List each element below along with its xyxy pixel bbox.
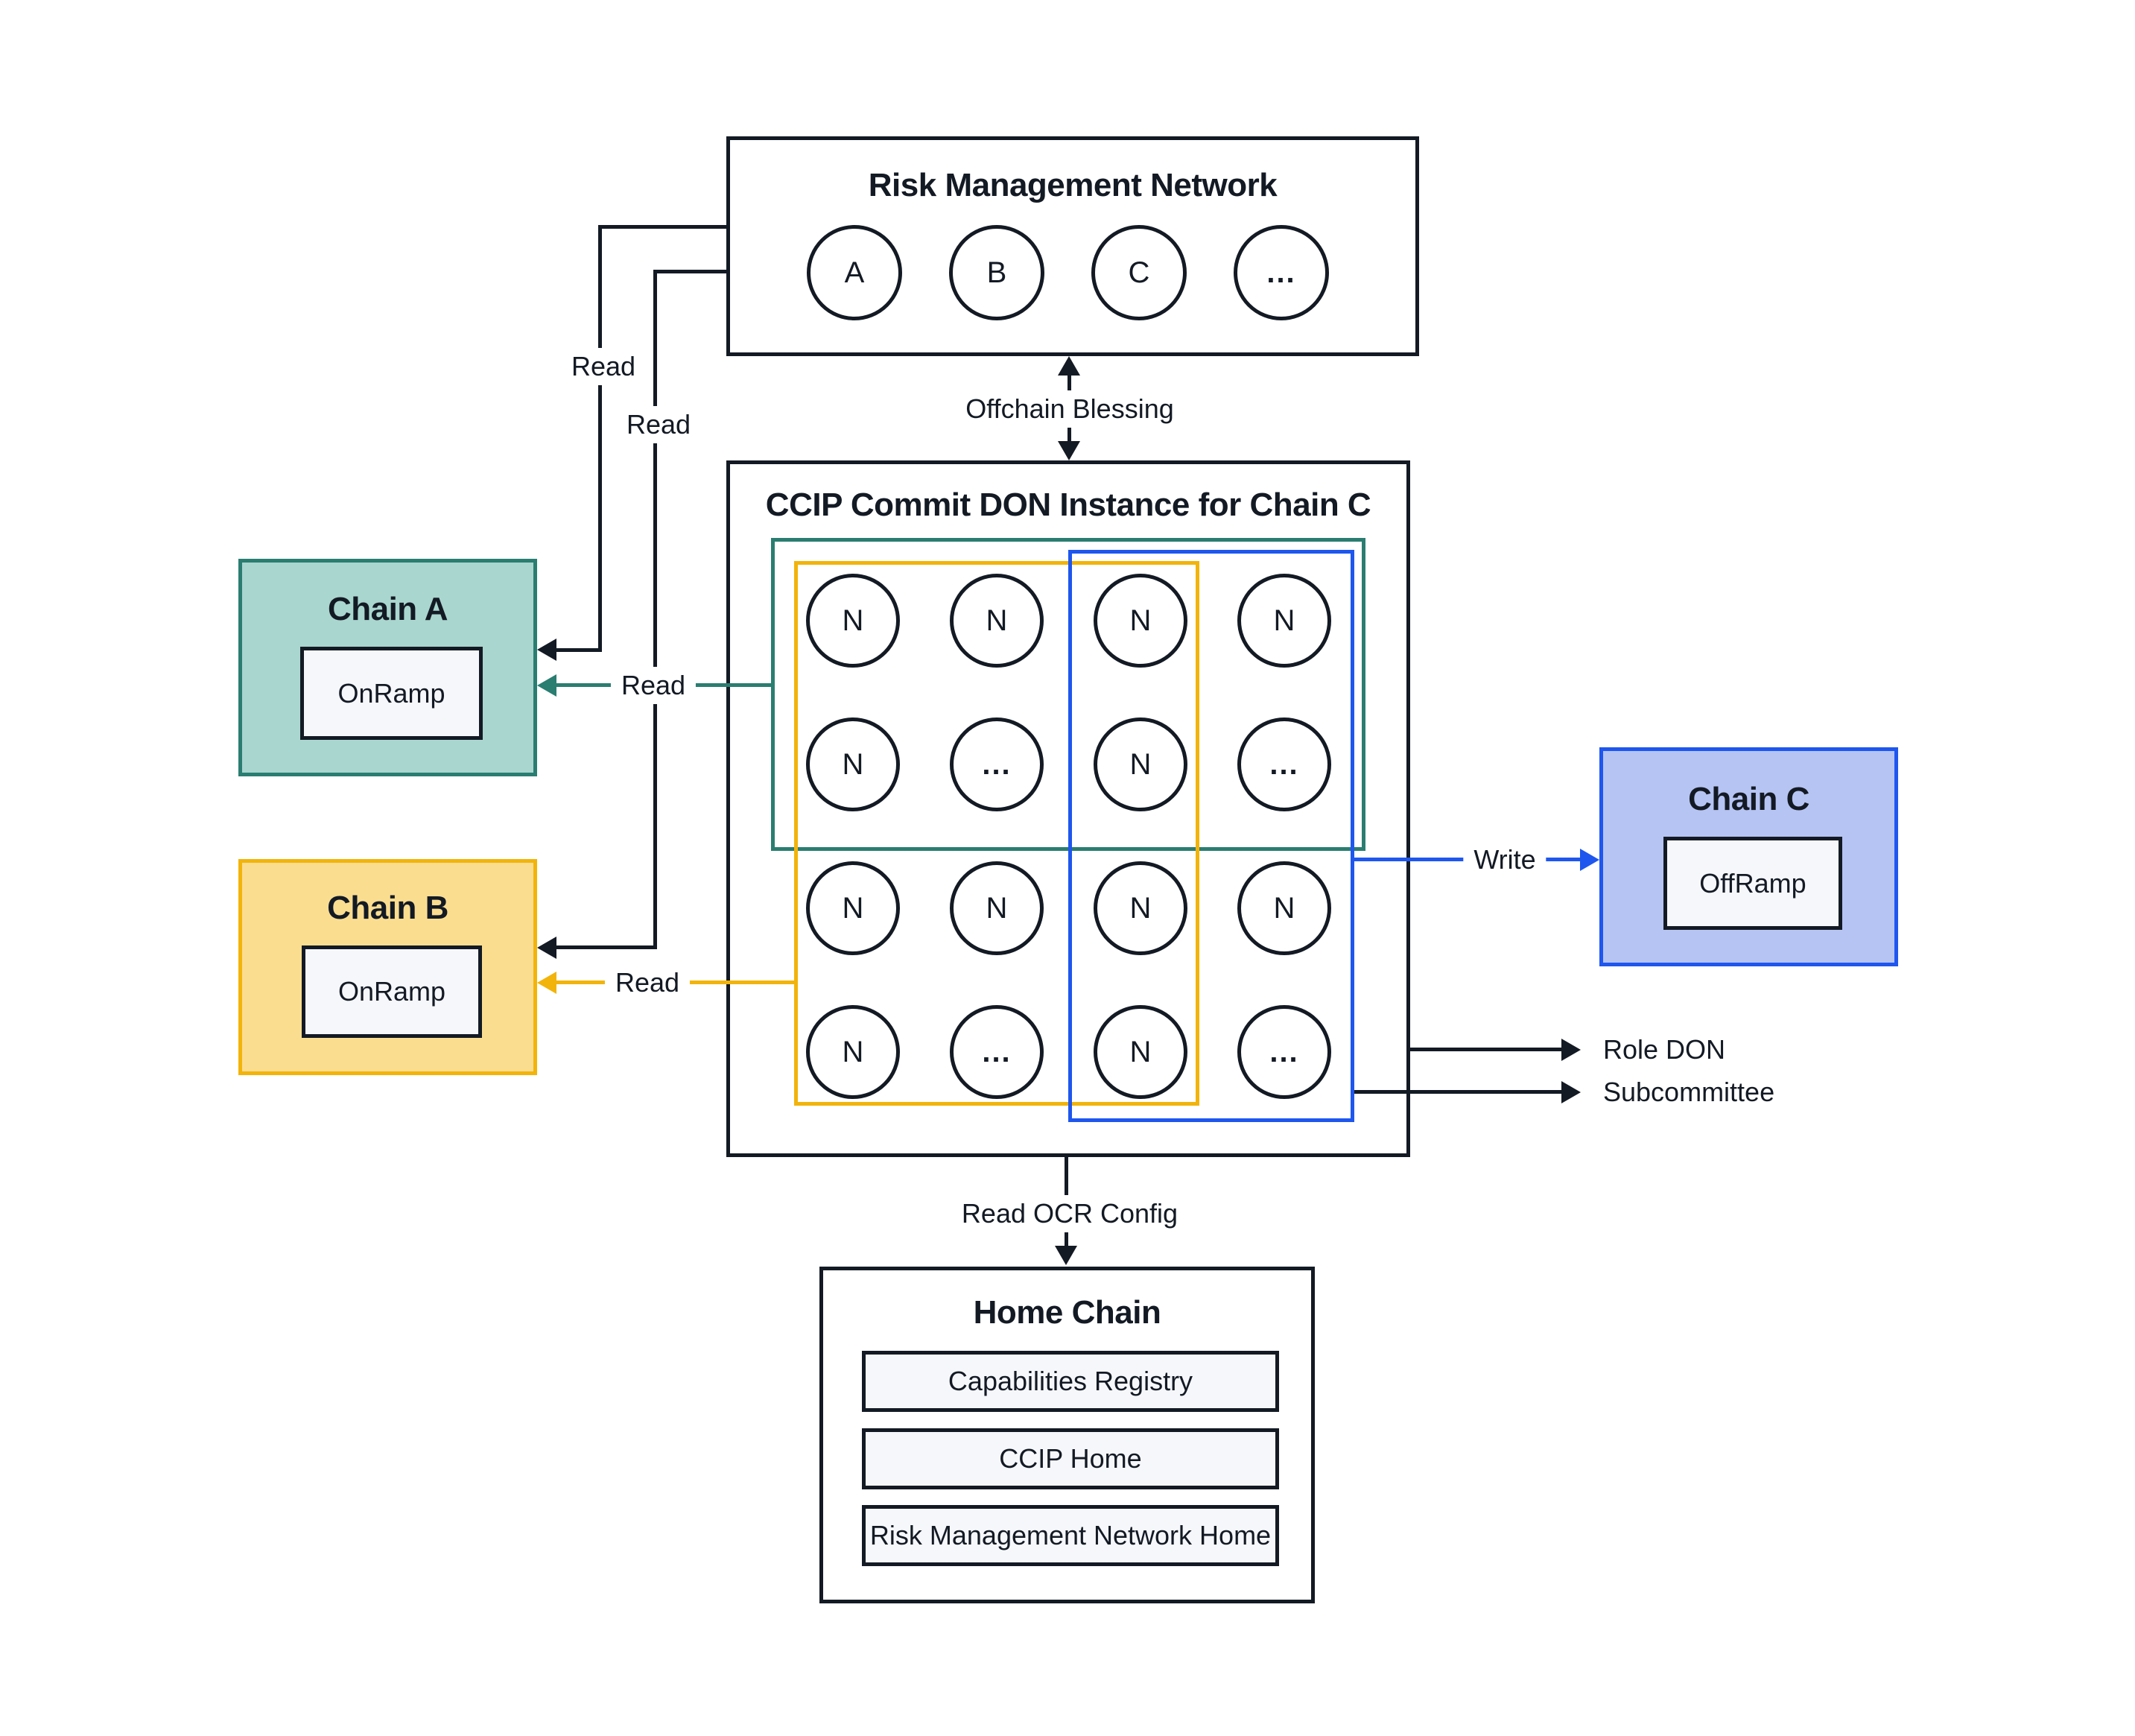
don-node-label: N [1129, 1035, 1152, 1068]
don-write-chain-c-arrowhead-icon [1580, 849, 1599, 871]
offchain-blessing-arrowhead-down-icon [1058, 441, 1080, 460]
chain-b-title: Chain B [327, 890, 448, 926]
commit-don-box: CCIP Commit DON Instance for Chain C N N… [726, 460, 1410, 1157]
chain-c-offramp-box: OffRamp [1663, 837, 1842, 930]
subcommittee-arrowhead-icon [1561, 1081, 1581, 1103]
capabilities-registry-label: Capabilities Registry [948, 1366, 1193, 1396]
chain-c-title: Chain C [1688, 781, 1809, 817]
don-node-r4c3: N [1094, 1005, 1187, 1099]
don-node-label: N [1129, 604, 1152, 637]
don-node-label: N [986, 604, 1008, 637]
don-node-r3c2: N [950, 861, 1044, 955]
don-node-r3c4: N [1237, 861, 1331, 955]
don-node-r1c4: N [1237, 574, 1331, 668]
rmn-node-a: A [807, 225, 902, 320]
ccip-home-label: CCIP Home [999, 1443, 1142, 1474]
don-node-label: N [842, 604, 864, 637]
don-node-r2c3: N [1094, 717, 1187, 811]
committee-rect-chain-c-subcommittee [1068, 550, 1354, 1122]
don-node-r2c1: N [806, 717, 900, 811]
don-node-label: ... [1269, 1035, 1299, 1068]
offchain-blessing-label: Offchain Blessing [955, 390, 1184, 428]
rmn-to-chain-a-arrowhead-icon [537, 639, 556, 661]
don-node-r4c4: ... [1237, 1005, 1331, 1099]
rmn-node-b-label: B [986, 256, 1007, 289]
home-chain-box: Home Chain Capabilities Registry CCIP Ho… [819, 1267, 1315, 1603]
don-read-chain-a-arrowhead-icon [537, 674, 556, 697]
read-ocr-config-label: Read OCR Config [951, 1195, 1189, 1232]
don-node-label: N [842, 747, 864, 781]
don-node-label: ... [982, 747, 1012, 781]
don-node-label: N [1273, 891, 1295, 925]
risk-management-network-home-box: Risk Management Network Home [862, 1505, 1279, 1566]
chain-a-title: Chain A [327, 591, 448, 627]
role-don-label: Role DON [1603, 1031, 1726, 1068]
rmn-node-b: B [949, 225, 1044, 320]
risk-management-network-box: Risk Management Network A B C ... [726, 136, 1419, 356]
rmn-to-chain-a-line-h1 [598, 225, 726, 229]
role-don-arrowhead-icon [1561, 1039, 1581, 1061]
don-node-r3c1: N [806, 861, 900, 955]
rmn-to-chain-b-line-v [653, 270, 657, 949]
don-node-label: N [842, 1035, 864, 1068]
risk-management-network-title: Risk Management Network [868, 167, 1278, 203]
read-rmn-chain-b-label: Read [615, 406, 702, 443]
chain-c-offramp-label: OffRamp [1699, 867, 1806, 899]
rmn-node-a-label: A [844, 256, 865, 289]
chain-b-box: Chain B OnRamp [238, 859, 537, 1075]
committee-rect-chain-b-readers [794, 561, 1199, 1106]
chain-b-onramp-label: OnRamp [337, 976, 446, 1007]
write-label: Write [1463, 841, 1546, 878]
don-read-chain-b-arrowhead-icon [537, 972, 556, 994]
rmn-node-c: C [1091, 225, 1187, 320]
rmn-node-c-label: C [1128, 256, 1150, 289]
don-node-r1c2: N [950, 574, 1044, 668]
don-node-r3c3: N [1094, 861, 1187, 955]
chain-c-box: Chain C OffRamp [1599, 747, 1898, 966]
role-don-line [1410, 1048, 1561, 1051]
don-node-label: N [1129, 891, 1152, 925]
risk-management-network-home-label: Risk Management Network Home [869, 1520, 1272, 1550]
read-don-chain-a-label: Read [610, 667, 697, 704]
capabilities-registry-box: Capabilities Registry [862, 1351, 1279, 1412]
don-node-r1c3: N [1094, 574, 1187, 668]
don-node-label: N [1129, 747, 1152, 781]
rmn-to-chain-b-line-h2 [555, 945, 657, 949]
subcommittee-line [1354, 1090, 1561, 1094]
rmn-node-more: ... [1234, 225, 1329, 320]
don-node-r4c2: ... [950, 1005, 1044, 1099]
read-rmn-chain-a-label: Read [560, 348, 647, 385]
ccip-home-box: CCIP Home [862, 1428, 1279, 1489]
rmn-node-more-label: ... [1266, 256, 1296, 289]
rmn-to-chain-a-line-h2 [555, 648, 602, 652]
chain-a-onramp-box: OnRamp [300, 647, 483, 740]
read-ocr-config-arrowhead-icon [1055, 1246, 1077, 1265]
commit-don-title: CCIP Commit DON Instance for Chain C [765, 487, 1371, 523]
don-node-label: N [986, 891, 1008, 925]
chain-b-onramp-box: OnRamp [302, 945, 482, 1038]
don-node-r2c4: ... [1237, 717, 1331, 811]
offchain-blessing-arrowhead-up-icon [1058, 356, 1080, 376]
don-node-label: ... [1269, 747, 1299, 781]
rmn-to-chain-b-arrowhead-icon [537, 937, 556, 959]
chain-a-onramp-label: OnRamp [337, 677, 445, 709]
don-node-r4c1: N [806, 1005, 900, 1099]
don-node-label: N [1273, 604, 1295, 637]
don-node-r2c2: ... [950, 717, 1044, 811]
chain-a-box: Chain A OnRamp [238, 559, 537, 776]
subcommittee-label: Subcommittee [1603, 1074, 1775, 1111]
rmn-to-chain-b-line-h1 [653, 270, 726, 273]
don-node-r1c1: N [806, 574, 900, 668]
don-node-label: ... [982, 1035, 1012, 1068]
home-chain-title: Home Chain [973, 1294, 1161, 1331]
read-don-chain-b-label: Read [604, 964, 691, 1001]
don-node-label: N [842, 891, 864, 925]
rmn-to-chain-a-line-v [598, 225, 602, 652]
